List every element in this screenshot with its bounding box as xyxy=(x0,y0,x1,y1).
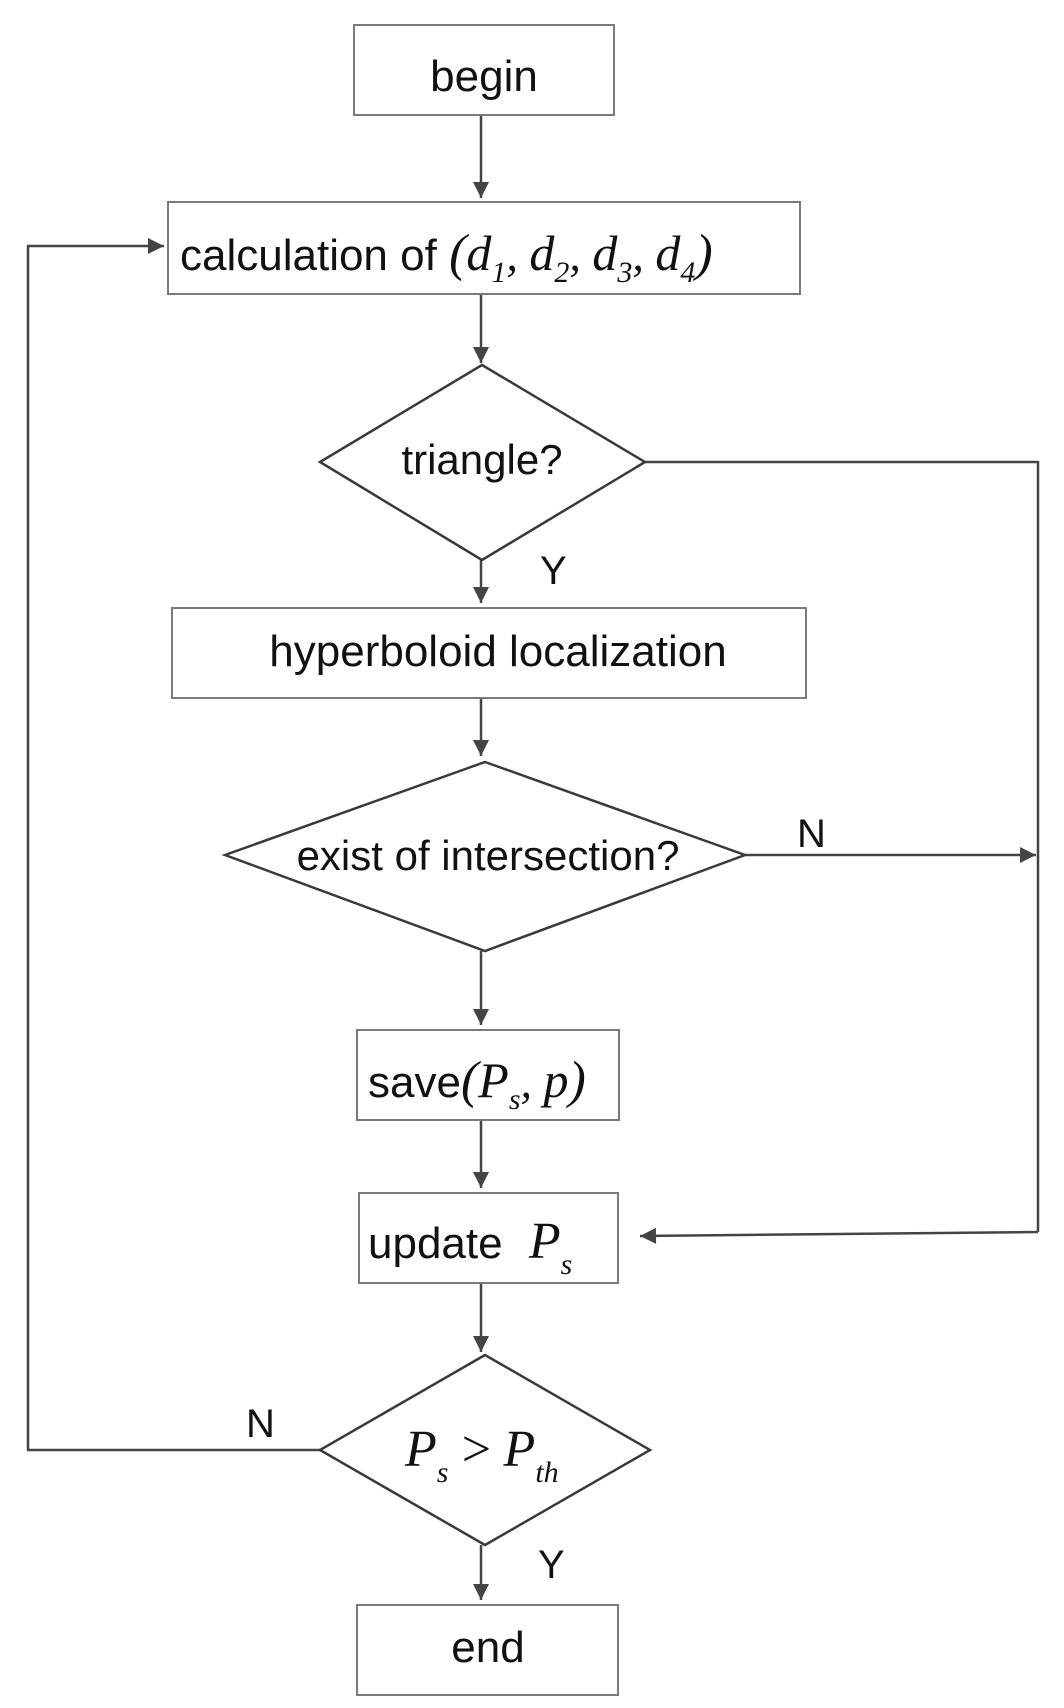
hyperboloid-node: hyperboloid localization xyxy=(171,607,807,699)
calc-close-paren: ) xyxy=(692,225,712,282)
calc-sub-3: 3 xyxy=(616,256,632,289)
save-comma: , xyxy=(521,1056,544,1107)
calculation-node: calculation of (d1, d2, d3, d4) xyxy=(167,201,801,295)
end-label: end xyxy=(451,1623,524,1672)
intersection-label: exist of intersection? xyxy=(297,832,680,879)
intersection-decision: exist of intersection? xyxy=(221,760,749,953)
save-close-paren: ) xyxy=(566,1052,586,1109)
save-prefix: save xyxy=(368,1058,461,1107)
update-prefix: update xyxy=(368,1219,515,1268)
save-node: save(Ps, p) xyxy=(356,1029,620,1121)
hyperboloid-label: hyperboloid localization xyxy=(269,627,726,676)
triangle-label: triangle? xyxy=(401,436,562,483)
compare-yes-label: Y xyxy=(538,1543,565,1587)
calc-var-2: d xyxy=(529,225,555,281)
calc-sub-1: 1 xyxy=(491,256,506,289)
calc-var-1: d xyxy=(466,225,492,281)
calc-comma-2: , xyxy=(569,229,592,280)
begin-label: begin xyxy=(430,52,538,101)
edge-compare-no-loop xyxy=(26,238,320,1452)
calc-sub-4: 4 xyxy=(680,256,695,289)
save-label: save(Ps, p) xyxy=(368,1052,586,1116)
intersection-no-label: N xyxy=(797,812,826,856)
calc-comma-1: , xyxy=(506,229,529,280)
save-var-1: P xyxy=(477,1052,509,1108)
end-node: end xyxy=(356,1604,619,1696)
edge-triangle-no-to-bus xyxy=(645,460,1040,1232)
save-var-2: p xyxy=(541,1052,569,1108)
calc-var-4: d xyxy=(655,225,681,281)
edge-bus-to-update xyxy=(639,1227,1039,1244)
calculation-label: calculation of (d1, d2, d3, d4) xyxy=(180,225,713,289)
compare-sub-2: th xyxy=(535,1456,558,1489)
calc-comma-3: , xyxy=(632,229,655,280)
calc-prefix: calculation of xyxy=(180,231,449,280)
compare-var-1: P xyxy=(404,1421,437,1478)
update-node: update Ps xyxy=(358,1192,619,1284)
compare-decision: Ps>Pth xyxy=(317,1353,653,1547)
triangle-decision: triangle? xyxy=(317,363,648,562)
update-label: update Ps xyxy=(368,1213,572,1281)
compare-var-2: P xyxy=(503,1421,536,1478)
compare-no-label: N xyxy=(246,1402,275,1446)
begin-node: begin xyxy=(353,24,615,116)
triangle-yes-label: Y xyxy=(540,549,567,593)
calc-var-3: d xyxy=(592,225,618,281)
compare-sub-1: s xyxy=(437,1456,449,1489)
calc-open-paren: ( xyxy=(449,225,469,282)
update-sub: s xyxy=(561,1248,573,1281)
compare-label: Ps>Pth xyxy=(404,1421,559,1489)
save-open-paren: ( xyxy=(461,1052,481,1109)
save-sub-1: s xyxy=(509,1083,521,1116)
update-var: P xyxy=(528,1213,561,1270)
calc-sub-2: 2 xyxy=(554,256,569,289)
compare-operator: > xyxy=(458,1421,493,1478)
